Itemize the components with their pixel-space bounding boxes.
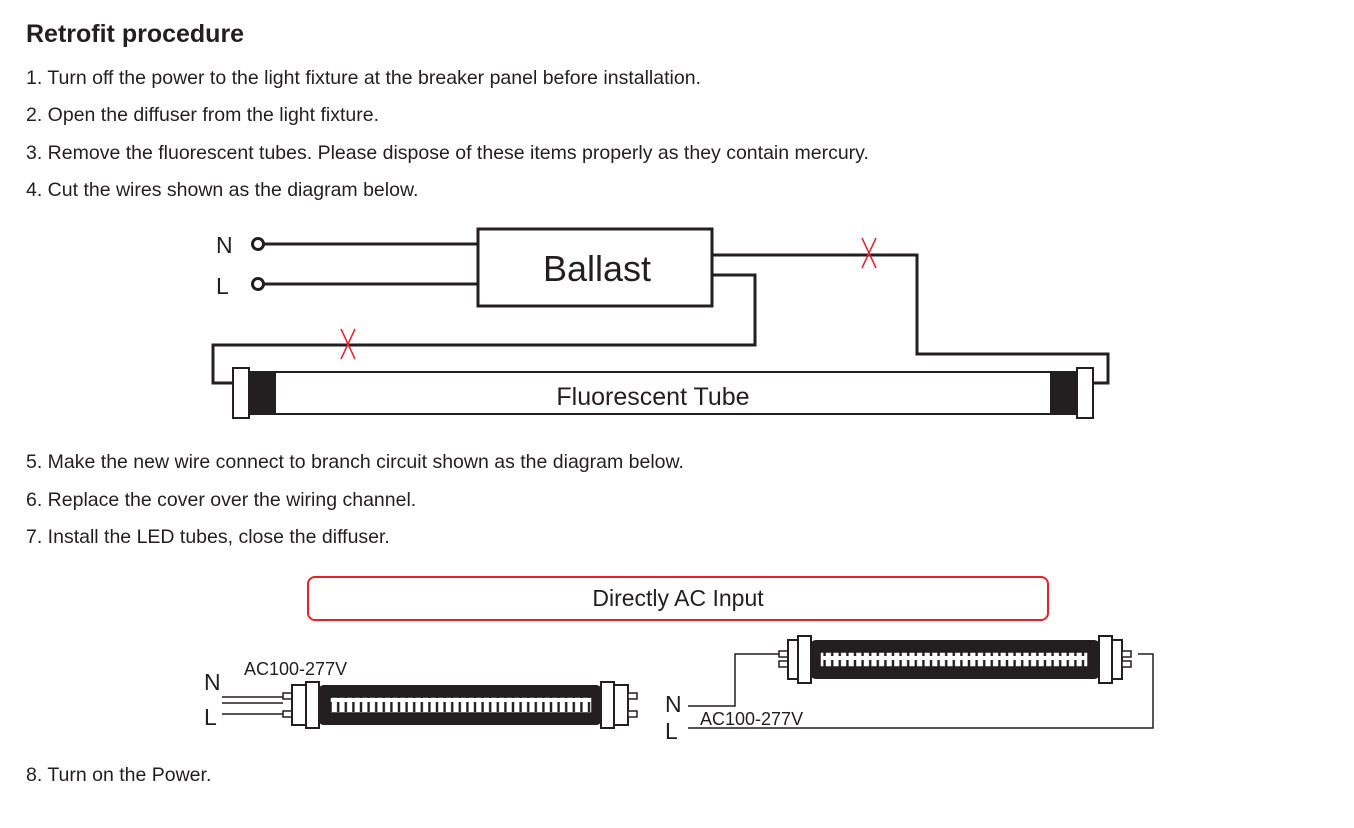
tube-right-cap	[1050, 372, 1078, 414]
right-wire-l	[688, 653, 1154, 729]
ballast-box	[476, 227, 714, 308]
cut-mark-bottom-icon	[340, 328, 356, 360]
page-title: Retrofit procedure	[26, 20, 245, 48]
step-3: 3. Remove the fluorescent tubes. Please …	[26, 142, 869, 164]
step-8: 8. Turn on the Power.	[26, 764, 212, 786]
tube-left-pin-block	[232, 367, 250, 419]
left-tube-endcap-left	[291, 684, 307, 726]
right-n-label: N	[665, 691, 682, 717]
cut-marks	[340, 237, 877, 360]
terminal-n-icon	[251, 237, 265, 251]
terminal-l-icon	[251, 277, 265, 291]
right-voltage-label: AC100-277V	[700, 709, 803, 729]
ac-input-header: Directly AC Input	[592, 585, 764, 611]
terminal-l-label: L	[216, 273, 229, 299]
right-tube-endcap-left	[787, 639, 799, 680]
left-l-label: L	[204, 704, 217, 730]
terminal-n-label: N	[216, 232, 233, 258]
fluorescent-tube-body	[247, 371, 1079, 415]
step-7: 7. Install the LED tubes, close the diff…	[26, 526, 390, 548]
led-tube-left	[222, 681, 638, 729]
left-voltage-label: AC100-277V	[244, 659, 347, 679]
step-2: 2. Open the diffuser from the light fixt…	[26, 104, 379, 126]
ballast-wiring-diagram	[211, 227, 1110, 419]
right-l-label: L	[665, 718, 678, 744]
step-5: 5. Make the new wire connect to branch c…	[26, 451, 684, 473]
step-6: 6. Replace the cover over the wiring cha…	[26, 489, 417, 511]
left-tube-endcap-right	[613, 684, 629, 726]
led-tube-right	[688, 635, 1154, 729]
left-n-label: N	[204, 669, 221, 695]
step-4: 4. Cut the wires shown as the diagram be…	[26, 179, 419, 201]
tube-label: Fluorescent Tube	[556, 383, 749, 411]
wire-ballast-top-right	[712, 253, 1110, 385]
right-wire-n	[688, 653, 779, 707]
tube-right-pin-block	[1076, 367, 1094, 419]
wire-ballast-lower-right	[211, 273, 757, 385]
right-tube-led-strip	[819, 651, 1089, 668]
tube-left-cap	[248, 372, 276, 414]
cut-mark-top-icon	[861, 237, 877, 269]
left-tube-led-strip	[329, 696, 593, 714]
ac-input-header-box	[307, 576, 1049, 621]
step-1: 1. Turn off the power to the light fixtu…	[26, 67, 701, 89]
ballast-label: Ballast	[543, 248, 651, 289]
right-tube-endcap-right	[1111, 639, 1123, 680]
